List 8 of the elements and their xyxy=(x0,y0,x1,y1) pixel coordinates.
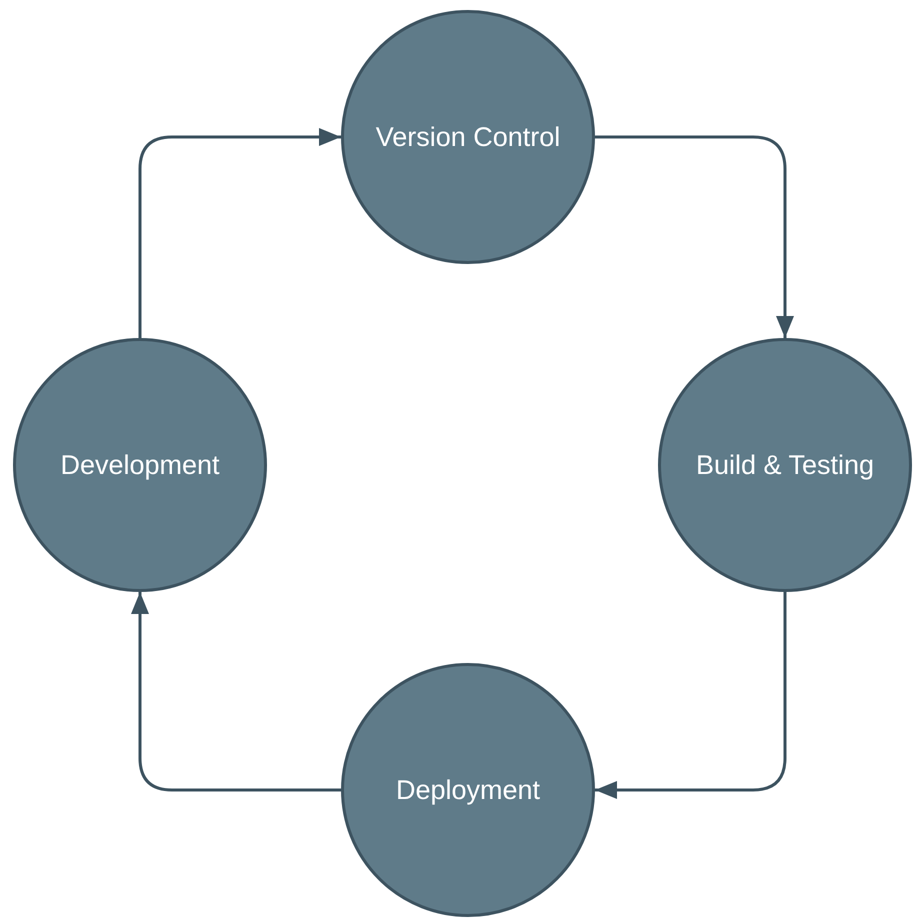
arrow xyxy=(131,592,341,792)
stage-label: Deployment xyxy=(394,774,542,806)
arrow xyxy=(595,592,786,799)
arrow xyxy=(138,128,341,338)
stage-label: Version Control xyxy=(374,122,562,152)
stage-label: Development xyxy=(59,450,221,480)
arrow xyxy=(595,136,794,338)
stage-label: Build & Testing xyxy=(694,450,876,480)
